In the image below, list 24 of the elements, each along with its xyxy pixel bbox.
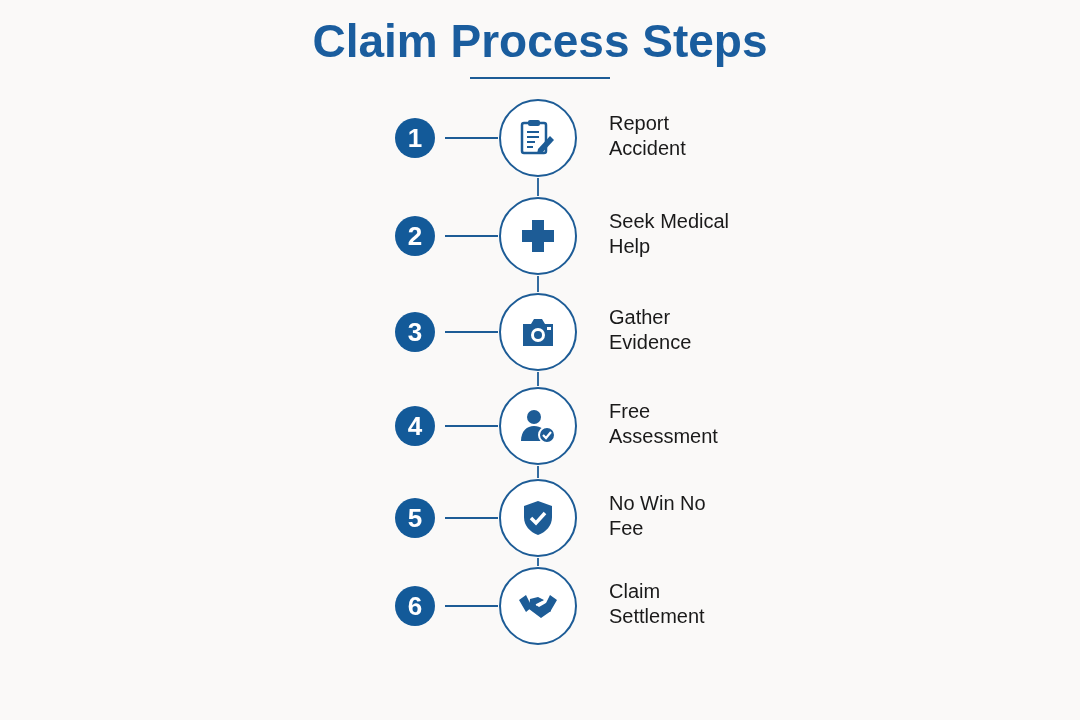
step-label: Seek Medical Help — [609, 209, 731, 259]
step-label: Report Accident — [609, 111, 687, 161]
connector-line — [444, 517, 499, 519]
connector-line — [537, 557, 539, 567]
step-number: 1 — [395, 118, 435, 158]
step-number: 5 — [395, 498, 435, 538]
step-label: Free Assessment — [609, 399, 719, 449]
step-label: Claim Settlement — [609, 579, 706, 629]
step-number: 6 — [395, 586, 435, 626]
connector-line — [444, 425, 499, 427]
connector-line — [537, 177, 539, 197]
connector-line — [444, 235, 499, 237]
connector-line — [444, 137, 499, 139]
connector-line — [444, 331, 499, 333]
step-number: 4 — [395, 406, 435, 446]
step-label: No Win No Fee — [609, 491, 707, 541]
connector-line — [444, 605, 499, 607]
connector-line — [537, 371, 539, 387]
title: Claim Process Steps — [312, 14, 768, 68]
step-number: 2 — [395, 216, 435, 256]
step-number: 3 — [395, 312, 435, 352]
connector-line — [537, 465, 539, 479]
connector-line — [537, 275, 539, 293]
step-label: Gather Evidence — [609, 305, 693, 355]
